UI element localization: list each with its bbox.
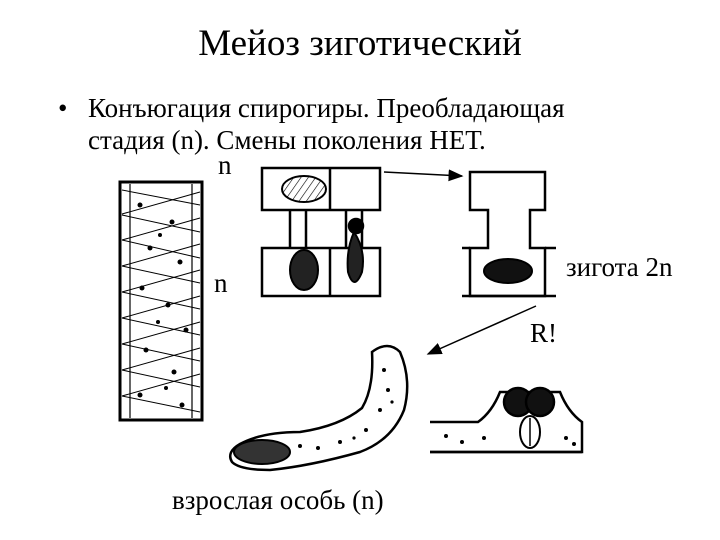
- slide-title: Мейоз зиготический: [198, 23, 522, 64]
- label-n-left: n: [214, 268, 228, 298]
- bullet-line-1: Конъюгация спирогиры. Преобладающая: [88, 93, 565, 123]
- label-r: R!: [530, 318, 557, 348]
- germination-illustration: [229, 344, 409, 472]
- bullet-text: Конъюгация спирогиры. Преобладающая стад…: [88, 92, 688, 156]
- label-adult: взрослая особь (n): [172, 485, 384, 515]
- conjugation-illustration: [260, 166, 464, 298]
- bullet-line-2: стадия (n). Смены поколения НЕТ.: [88, 125, 486, 155]
- label-n-top: n: [218, 150, 232, 180]
- filament-illustration: [118, 180, 204, 422]
- label-zygote: зигота 2n: [566, 252, 673, 282]
- zygote-illustration: [462, 170, 556, 298]
- bullet-dot: •: [58, 93, 68, 123]
- zygote-section-illustration: [430, 386, 584, 454]
- meiosis-arrow: [426, 305, 537, 355]
